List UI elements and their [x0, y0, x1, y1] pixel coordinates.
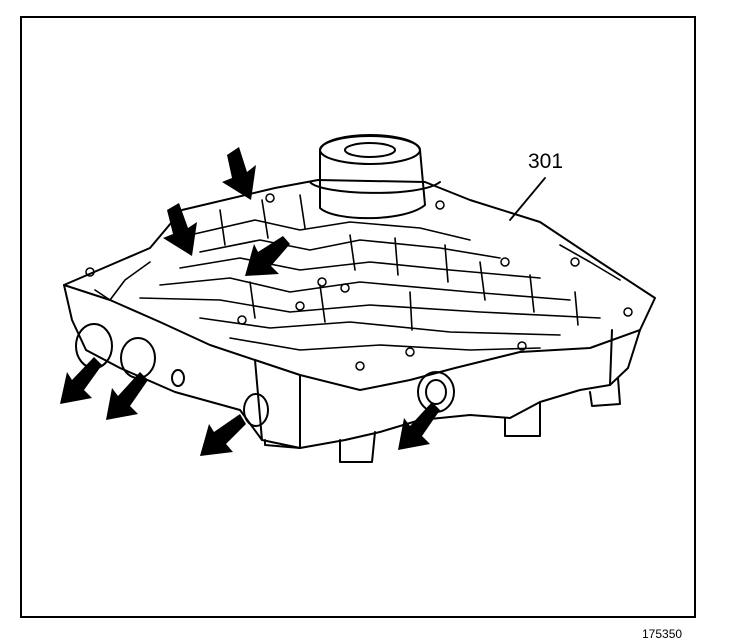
callout-label-301: 301: [528, 150, 564, 173]
valve-channels: [94, 194, 621, 351]
callout-leader-line: [509, 177, 546, 221]
valve-body-top-surface: [63, 179, 656, 391]
bore-center: [243, 393, 269, 427]
arrow-4: [60, 357, 102, 404]
arrow-6: [200, 414, 246, 456]
valve-body-front-face: [63, 284, 641, 449]
arrow-7: [398, 402, 440, 450]
figure-number: 175350: [642, 627, 683, 641]
arrow-1: [222, 147, 256, 200]
bore-left-2: [120, 337, 156, 379]
arrow-3: [245, 236, 290, 276]
arrow-5: [106, 372, 148, 420]
center-boss: [319, 134, 426, 220]
arrow-2: [163, 203, 197, 256]
